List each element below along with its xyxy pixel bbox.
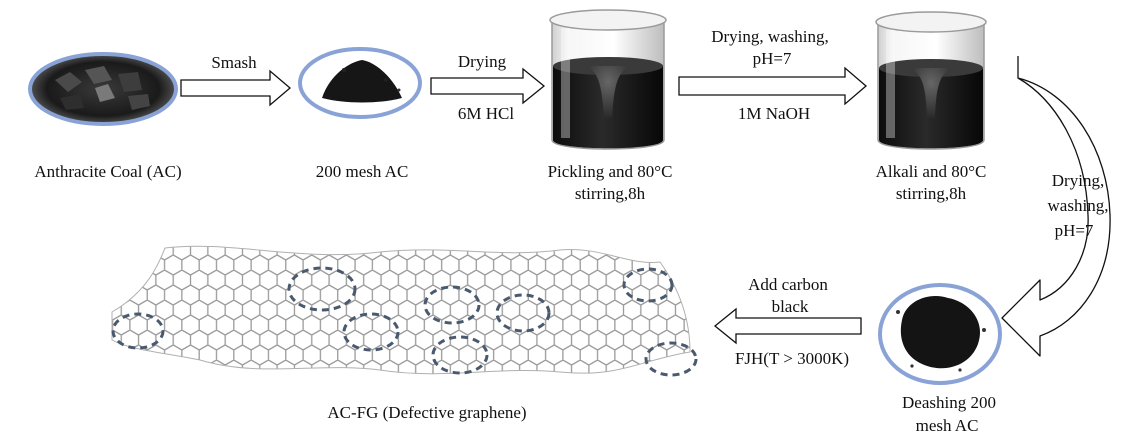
deashing-ac-image	[878, 283, 1002, 385]
defect-circle	[342, 312, 400, 352]
defect-circle	[644, 341, 698, 377]
naoh-bottom-label: 1M NaOH	[738, 104, 810, 123]
pickling-beaker	[549, 9, 667, 150]
deashing-label-line2: mesh AC	[916, 416, 979, 435]
alkali-label-line1: Alkali and 80°C	[876, 162, 987, 181]
drying-label: Drying	[458, 52, 507, 71]
defect-circle	[495, 293, 551, 333]
deashing-label-line1: Deashing 200	[902, 393, 996, 412]
mesh-200-ac-image	[298, 47, 422, 119]
curved-label-line1: Drying,	[1052, 171, 1104, 190]
naoh-top-line1: Drying, washing,	[711, 27, 829, 46]
anthracite-label: Anthracite Coal (AC)	[34, 162, 181, 181]
defective-graphene-sheet	[111, 245, 691, 375]
defect-circle	[287, 266, 357, 312]
pickling-label-line2: stirring,8h	[575, 184, 646, 203]
drying-hcl-arrow	[430, 67, 546, 105]
naoh-arrow	[678, 66, 867, 106]
product-label: AC-FG (Defective graphene)	[327, 403, 526, 422]
defect-circle	[423, 285, 481, 325]
curved-return-arrow	[1001, 56, 1111, 357]
alkali-beaker	[875, 11, 987, 150]
naoh-top-line2: pH=7	[753, 49, 792, 68]
mesh-200-label: 200 mesh AC	[316, 162, 409, 181]
fjh-arrow	[713, 307, 862, 345]
curved-label-line3: pH=7	[1055, 221, 1094, 240]
fjh-bottom-label: FJH(T > 3000K)	[735, 349, 849, 368]
defect-circle	[111, 312, 165, 350]
hcl-label: 6M HCl	[458, 104, 514, 123]
fjh-top-line2: black	[772, 297, 809, 316]
curved-label-line2: washing,	[1048, 196, 1109, 215]
defect-circle	[431, 335, 489, 375]
smash-arrow	[180, 69, 292, 107]
fjh-top-line1: Add carbon	[748, 275, 828, 294]
pickling-label-line1: Pickling and 80°C	[548, 162, 673, 181]
smash-label: Smash	[211, 53, 257, 72]
defect-circles	[111, 266, 698, 377]
anthracite-coal-image	[28, 52, 178, 126]
alkali-label-line2: stirring,8h	[896, 184, 967, 203]
defect-circle	[622, 267, 674, 303]
